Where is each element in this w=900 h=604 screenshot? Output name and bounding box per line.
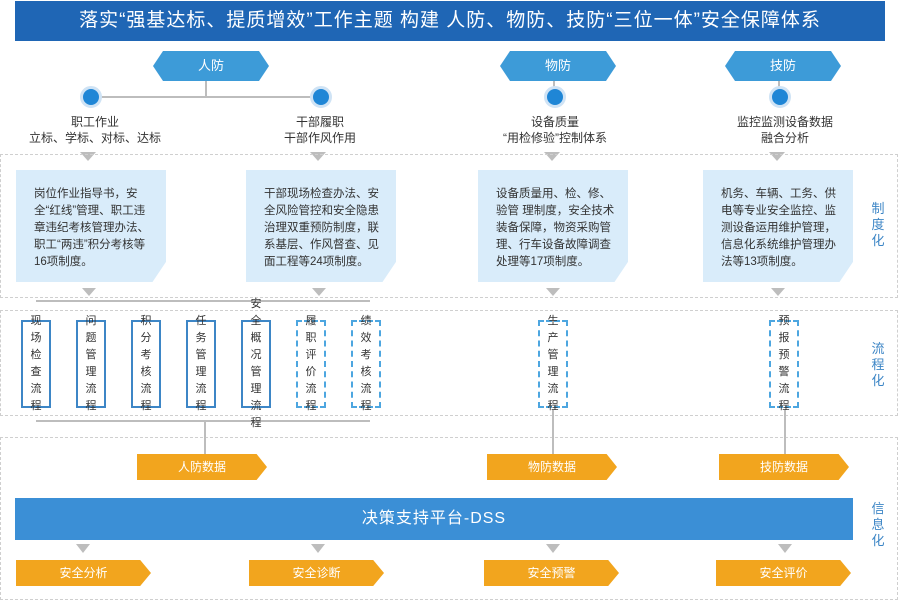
flow-label: 安全概况管理流程 — [250, 298, 262, 429]
output-fenxi: 安全分析 — [16, 560, 151, 586]
pillar-renfang: 人防 — [153, 51, 269, 81]
flow-lvzhi: 履职评价流程 — [296, 315, 326, 412]
flow-xianchang: 现场检查流程 — [21, 315, 51, 412]
data-tag-jifang: 技防数据 — [719, 454, 849, 480]
data-tag-renfang: 人防数据 — [137, 454, 267, 480]
card-ganbu: 干部现场检查办法、安全风险管控和安全隐患治理双重预防制度，联系基层、作风督查、见… — [246, 170, 396, 282]
flow-label: 现场检查流程 — [30, 315, 42, 412]
subtitle-jiankong: 监控监测设备数据 融合分析 — [700, 114, 870, 146]
flow-renwu: 任务管理流程 — [186, 315, 216, 412]
subtitle-shebei: 设备质量 “用检修验”控制体系 — [470, 114, 640, 146]
flow-wenti: 问题管理流程 — [76, 315, 106, 412]
node-dot-icon — [544, 86, 566, 108]
subtitle-line: 监控监测设备数据 — [736, 115, 833, 129]
flow-anquan: 安全概况管理流程 — [241, 298, 271, 429]
connector-jifang-data — [784, 410, 786, 454]
subtitle-line: 融合分析 — [760, 131, 809, 145]
connector-renfang-data — [204, 420, 206, 454]
pillar-renfang-label: 人防 — [197, 58, 224, 73]
arrow-left-icon — [153, 51, 163, 81]
flow-jixiao: 绩效考核流程 — [351, 315, 381, 412]
output-yujing: 安全预警 — [484, 560, 619, 586]
subtitle-line: 设备质量 — [530, 115, 579, 129]
pillar-jifang: 技防 — [725, 51, 841, 81]
section-xinxi — [0, 437, 898, 600]
pillar-jifang-label: 技防 — [769, 58, 796, 73]
arrow-left-icon — [725, 51, 735, 81]
node-dot-icon — [310, 86, 332, 108]
node-dot-icon — [80, 86, 102, 108]
side-label-zhidu: 制度化 — [871, 201, 885, 248]
flow-label: 生产管理流程 — [547, 315, 559, 412]
side-label-liucheng: 流程化 — [871, 341, 885, 388]
connector-flow-bottom — [36, 420, 370, 422]
card-jiankong: 机务、车辆、工务、供电等专业安全监控、监测设备运用维护管理，信息化系统维护管理办… — [703, 170, 853, 282]
arrow-down-icon — [310, 152, 326, 161]
arrow-down-icon — [312, 288, 326, 296]
arrow-down-icon — [82, 288, 96, 296]
flow-label: 问题管理流程 — [85, 315, 97, 412]
section-zhidu — [0, 154, 898, 298]
arrow-down-icon — [546, 544, 560, 553]
flow-label: 绩效考核流程 — [360, 315, 372, 412]
flow-label: 预报预警流程 — [778, 315, 790, 412]
output-pingjia: 安全评价 — [716, 560, 851, 586]
connector-flow-top — [36, 300, 370, 302]
flow-label: 履职评价流程 — [305, 315, 317, 412]
flow-label: 积分考核流程 — [140, 315, 152, 412]
connector-branch-renfang — [96, 96, 320, 98]
side-label-xinxi: 信息化 — [871, 501, 885, 548]
flow-shengchan: 生产管理流程 — [538, 315, 568, 412]
pillar-wufang: 物防 — [500, 51, 616, 81]
arrow-down-icon — [769, 152, 785, 161]
subtitle-line: 立标、学标、对标、达标 — [28, 131, 161, 145]
arrow-down-icon — [544, 152, 560, 161]
connector-wufang-data — [552, 410, 554, 454]
arrow-down-icon — [80, 152, 96, 161]
data-tag-wufang: 物防数据 — [487, 454, 617, 480]
node-dot-icon — [769, 86, 791, 108]
dss-platform: 决策支持平台-DSS — [15, 498, 853, 540]
connector-top-wufang — [553, 80, 555, 90]
flow-yubao: 预报预警流程 — [769, 315, 799, 412]
arrow-right-icon — [259, 51, 269, 81]
subtitle-line: “用检修验”控制体系 — [503, 131, 607, 145]
arrow-right-icon — [606, 51, 616, 81]
flow-jifen: 积分考核流程 — [131, 315, 161, 412]
card-shebei: 设备质量用、检、修、验管 理制度，安全技术装备保障，物资采购管理、行车设备故障调… — [478, 170, 628, 282]
connector-top-renfang — [205, 80, 207, 97]
card-zhigong: 岗位作业指导书，安全“红线”管理、职工违章违纪考核管理办法、职工“两违”积分考核… — [16, 170, 166, 282]
section-liucheng — [0, 310, 898, 416]
flow-label: 任务管理流程 — [195, 315, 207, 412]
subtitle-ganbu: 干部履职 干部作风作用 — [240, 114, 400, 146]
subtitle-line: 职工作业 — [70, 115, 119, 129]
arrow-right-icon — [831, 51, 841, 81]
arrow-left-icon — [500, 51, 510, 81]
page-title: 落实“强基达标、提质增效”工作主题 构建 人防、物防、技防“三位一体”安全保障体… — [15, 1, 885, 41]
subtitle-zhigong: 职工作业 立标、学标、对标、达标 — [10, 114, 180, 146]
subtitle-line: 干部履职 — [295, 115, 344, 129]
output-zhenduan: 安全诊断 — [249, 560, 384, 586]
arrow-down-icon — [546, 288, 560, 296]
pillar-wufang-label: 物防 — [544, 58, 571, 73]
arrow-down-icon — [311, 544, 325, 553]
arrow-down-icon — [76, 544, 90, 553]
arrow-down-icon — [771, 288, 785, 296]
connector-top-jifang — [778, 80, 780, 90]
arrow-down-icon — [778, 544, 792, 553]
subtitle-line: 干部作风作用 — [283, 131, 356, 145]
